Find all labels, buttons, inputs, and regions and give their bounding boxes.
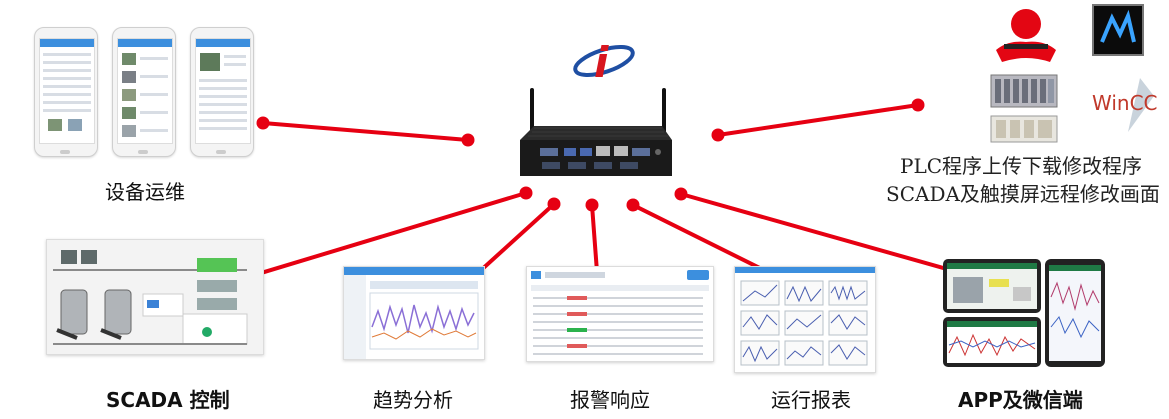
- plc-modules-icon: [990, 115, 1058, 143]
- plc-description-line1: PLC程序上传下载修改程序: [900, 154, 1143, 178]
- siemens-logo-icon: [996, 9, 1056, 62]
- report-charts-thumbnail: [735, 267, 875, 366]
- plc-rack-icon: [990, 74, 1058, 108]
- brand-logo-icon: i: [573, 38, 635, 85]
- svg-text:i: i: [594, 38, 609, 85]
- caption-alarm: 报警响应: [570, 388, 650, 412]
- plc-description-line2: SCADA及触摸屏远程修改画面: [886, 182, 1160, 206]
- scada-process-diagram: [53, 250, 248, 345]
- report-screenshot: [734, 266, 876, 373]
- industrial-gateway-icon: [520, 88, 672, 176]
- alarm-table-thumbnail: [531, 270, 709, 355]
- scada-screenshot: [46, 239, 264, 355]
- wincc-logo-icon: WinCC: [1092, 78, 1158, 132]
- connector-plc: [716, 103, 920, 137]
- brand-tile-icon: [1092, 4, 1144, 56]
- alarm-screenshot: [526, 266, 714, 362]
- caption-app: APP及微信端: [958, 388, 1083, 412]
- connector-device-ops: [261, 121, 470, 142]
- phone-screenshot-2: [112, 27, 176, 157]
- caption-scada: SCADA 控制: [106, 388, 230, 412]
- caption-device-ops: 设备运维: [105, 180, 185, 204]
- caption-trend: 趋势分析: [373, 388, 453, 412]
- phone-screenshot-1: [34, 27, 98, 157]
- trend-screenshot: [343, 266, 485, 360]
- phone-screenshot-3: [190, 27, 254, 157]
- trend-chart-thumbnail: [344, 267, 484, 359]
- caption-report: 运行报表: [771, 388, 851, 412]
- svg-text:WinCC: WinCC: [1092, 91, 1158, 115]
- connector-scada: [216, 191, 528, 288]
- app-screenshots: [941, 257, 1107, 369]
